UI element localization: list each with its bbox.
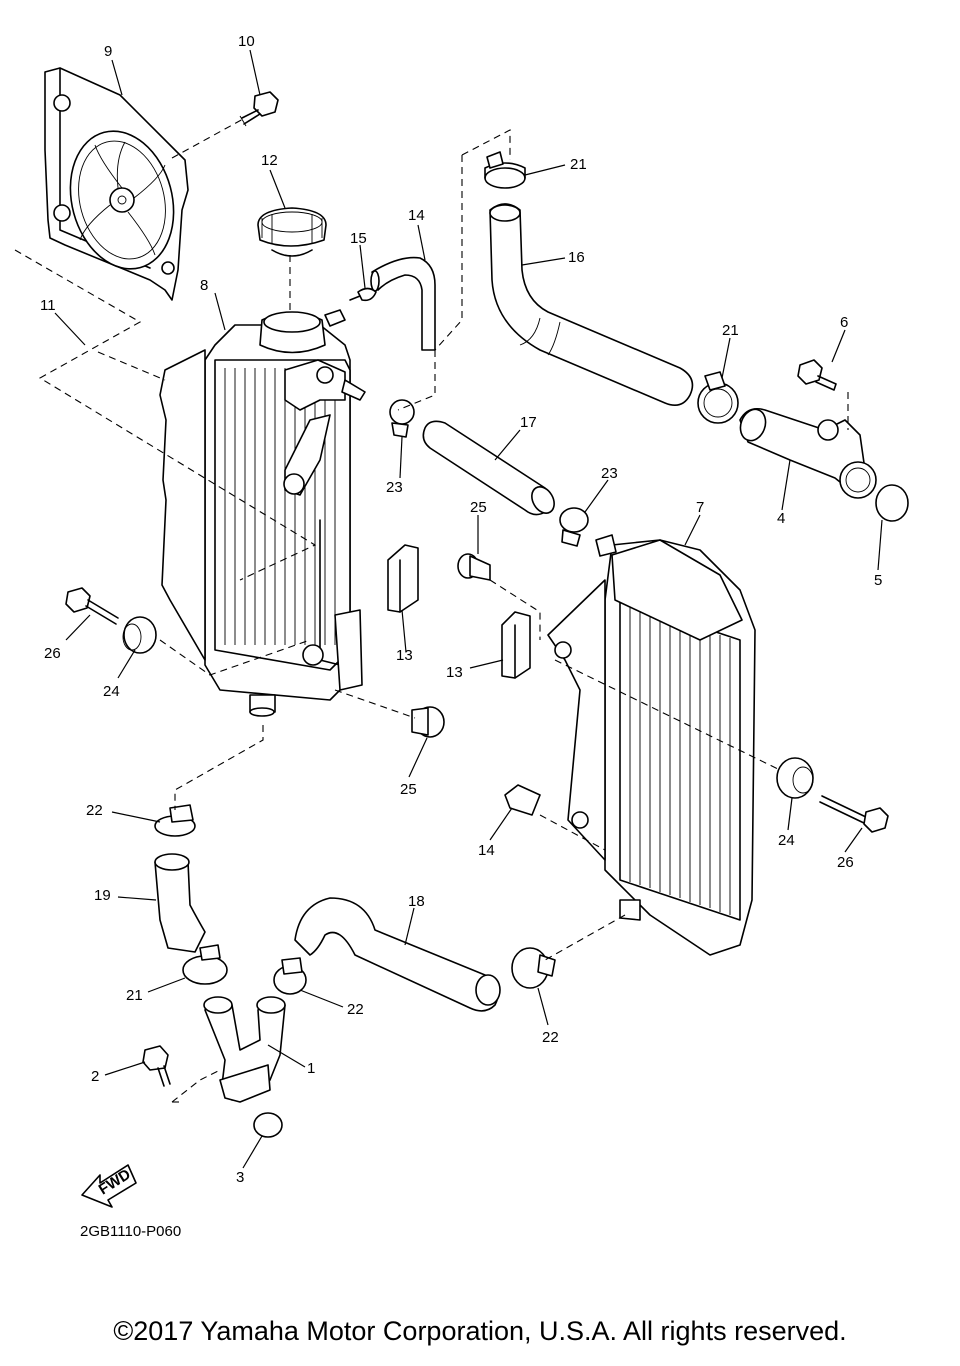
callout-23-left: 23 [386,479,403,496]
callout-6: 6 [840,314,848,331]
clip-16 [349,287,377,302]
callout-10: 10 [238,33,255,50]
collar-25-lower [411,706,445,738]
assembly-guide-lines [14,117,849,1103]
right-radiator-7 [547,534,756,956]
hose-clamp-22-lower-left [273,957,307,995]
callout-7: 7 [696,499,704,516]
forward-arrow-icon: FWD [81,1164,137,1208]
o-ring-5 [875,484,909,522]
damper-24-right [776,757,814,799]
callout-20: 19 [94,887,111,904]
cooling-fan-assembly [44,67,189,301]
callout-19: 18 [408,893,425,910]
callout-leaders [54,49,883,1169]
callout-13-right: 13 [446,664,463,681]
hose-19 [294,897,501,1012]
water-pipe-4 [739,407,877,499]
callout-22-right: 22 [542,1029,559,1046]
callout-9: 9 [104,43,112,60]
callout-22-upper-left: 22 [86,802,103,819]
o-ring-3 [253,1112,283,1138]
bolt-6 [797,359,837,391]
bolt-26-right [819,795,889,833]
callout-5: 5 [874,572,882,589]
joint-1 [203,996,286,1103]
callout-21-right: 21 [722,322,739,339]
callout-13-left: 13 [396,647,413,664]
callout-18: 17 [520,414,537,431]
left-radiator-8 [159,309,366,717]
diagram-code: 2GB1110-P060 [80,1223,181,1240]
callout-25-upper: 25 [470,499,487,516]
hose-clamp-22-right [511,947,556,989]
bolt-10 [239,91,279,127]
callout-22-lower-left: 22 [347,1001,364,1018]
hose-clamp-23-upper [389,399,415,438]
hose-15 [370,256,436,351]
band-14 [504,784,541,816]
hose-clamp-22-upper-left [154,804,196,837]
callout-numbers: 9 10 12 8 11 14 15 21 16 21 6 17 23 23 4… [40,33,882,1186]
callout-16: 15 [350,230,367,247]
callout-23-right: 23 [601,465,618,482]
copyright-notice: ©2017 Yamaha Motor Corporation, U.S.A. A… [113,1316,847,1346]
callout-24-right: 24 [778,832,795,849]
callout-2: 2 [91,1068,99,1085]
callout-14: 14 [478,842,495,859]
radiator-cap-12 [257,207,327,257]
callout-12: 12 [261,152,278,169]
collar-25-upper [457,553,491,581]
bolt-2 [142,1045,171,1087]
bolt-26-left [65,587,119,625]
callout-26-left: 26 [44,645,61,662]
callout-15: 14 [408,207,425,224]
hose-clamp-21-top [484,151,526,189]
hose-18 [422,420,555,516]
hose-20 [154,853,206,953]
hose-clamp-23-lower [559,507,589,547]
damper-24-left [122,616,157,654]
hose-clamp-21-right [697,371,739,424]
callout-21-top: 21 [570,156,587,173]
callout-25-lower: 25 [400,781,417,798]
band-13-left [387,544,419,613]
band-13-right [501,611,531,679]
callout-24-left: 24 [103,683,120,700]
callout-8: 8 [200,277,208,294]
callout-1: 1 [307,1060,315,1077]
callout-21-lower: 21 [126,987,143,1004]
hose-17 [489,203,694,406]
callout-4: 4 [777,510,785,527]
callout-11: 11 [40,297,56,314]
hose-clamp-21-lower [182,944,228,985]
callout-3: 3 [236,1169,244,1186]
callout-17: 16 [568,249,585,266]
callout-26-right: 26 [837,854,854,871]
